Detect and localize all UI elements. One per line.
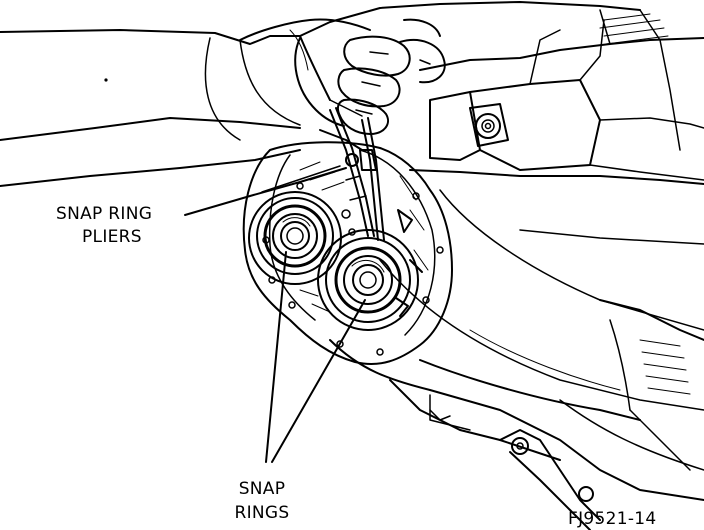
label-snap-ring-pliers-line1: SNAP RING	[56, 204, 152, 224]
right-shaft-snap-ring	[317, 229, 419, 331]
leader-lines	[184, 165, 366, 463]
pump-assembly	[242, 141, 453, 366]
snap-ring-pliers	[319, 99, 385, 241]
label-snap-ring-pliers-line2: PLIERS	[82, 227, 142, 247]
figure-id: FJ9521-14	[568, 509, 657, 529]
hand-with-pliers	[239, 18, 446, 135]
label-snap-rings-line2: RINGS	[234, 503, 289, 523]
label-snap-rings-line1: SNAP	[239, 479, 286, 499]
